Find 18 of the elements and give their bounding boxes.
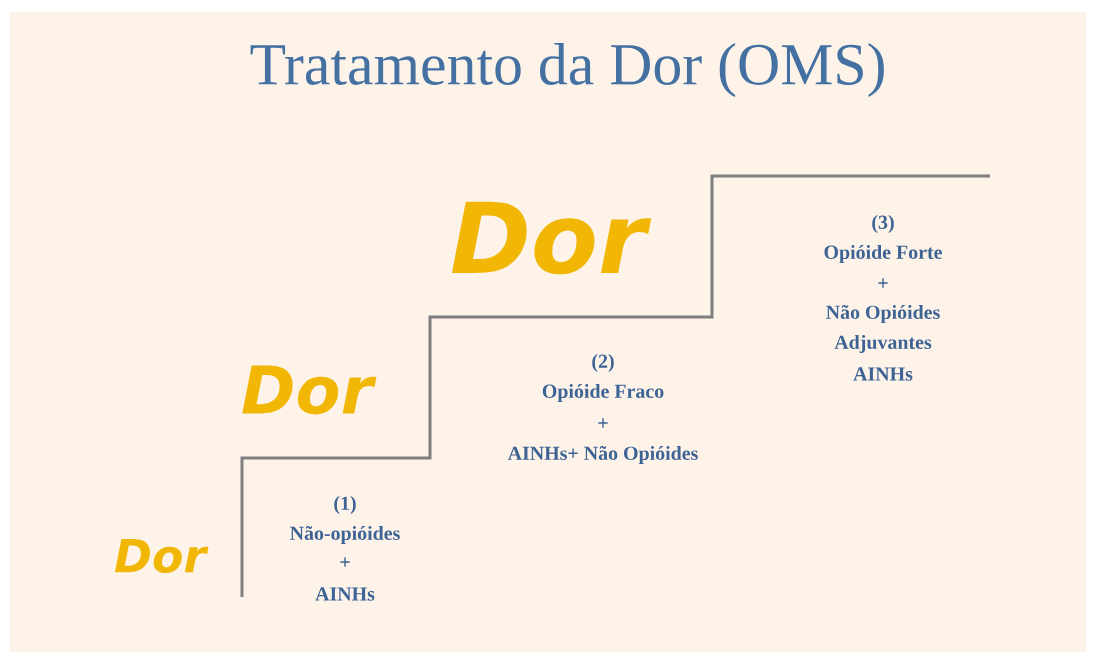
step-text: Não Opióides bbox=[826, 304, 940, 324]
word-art-label: Dor bbox=[242, 365, 377, 415]
step-text: (1) bbox=[334, 495, 356, 514]
step-text: + bbox=[340, 557, 350, 567]
word-art-label: Dor bbox=[451, 201, 652, 275]
step-text: Adjuvantes bbox=[834, 334, 932, 353]
step-text: Opióide Forte bbox=[824, 244, 942, 264]
step-text: Não-opióides bbox=[290, 525, 400, 545]
title: Tratamento da Dor (OMS) bbox=[250, 42, 884, 98]
step-text: AINHs bbox=[853, 367, 913, 381]
step-text: + bbox=[878, 278, 888, 288]
step-text: AINHs+ Não Opióides bbox=[507, 445, 698, 465]
word-art-label: Dor bbox=[114, 538, 209, 574]
step-text: (3) bbox=[872, 214, 894, 233]
step-text: (2) bbox=[592, 353, 614, 372]
step-text: + bbox=[598, 418, 608, 428]
step-text: Opióide Fraco bbox=[542, 383, 664, 403]
step-text: AINHs bbox=[315, 587, 375, 601]
